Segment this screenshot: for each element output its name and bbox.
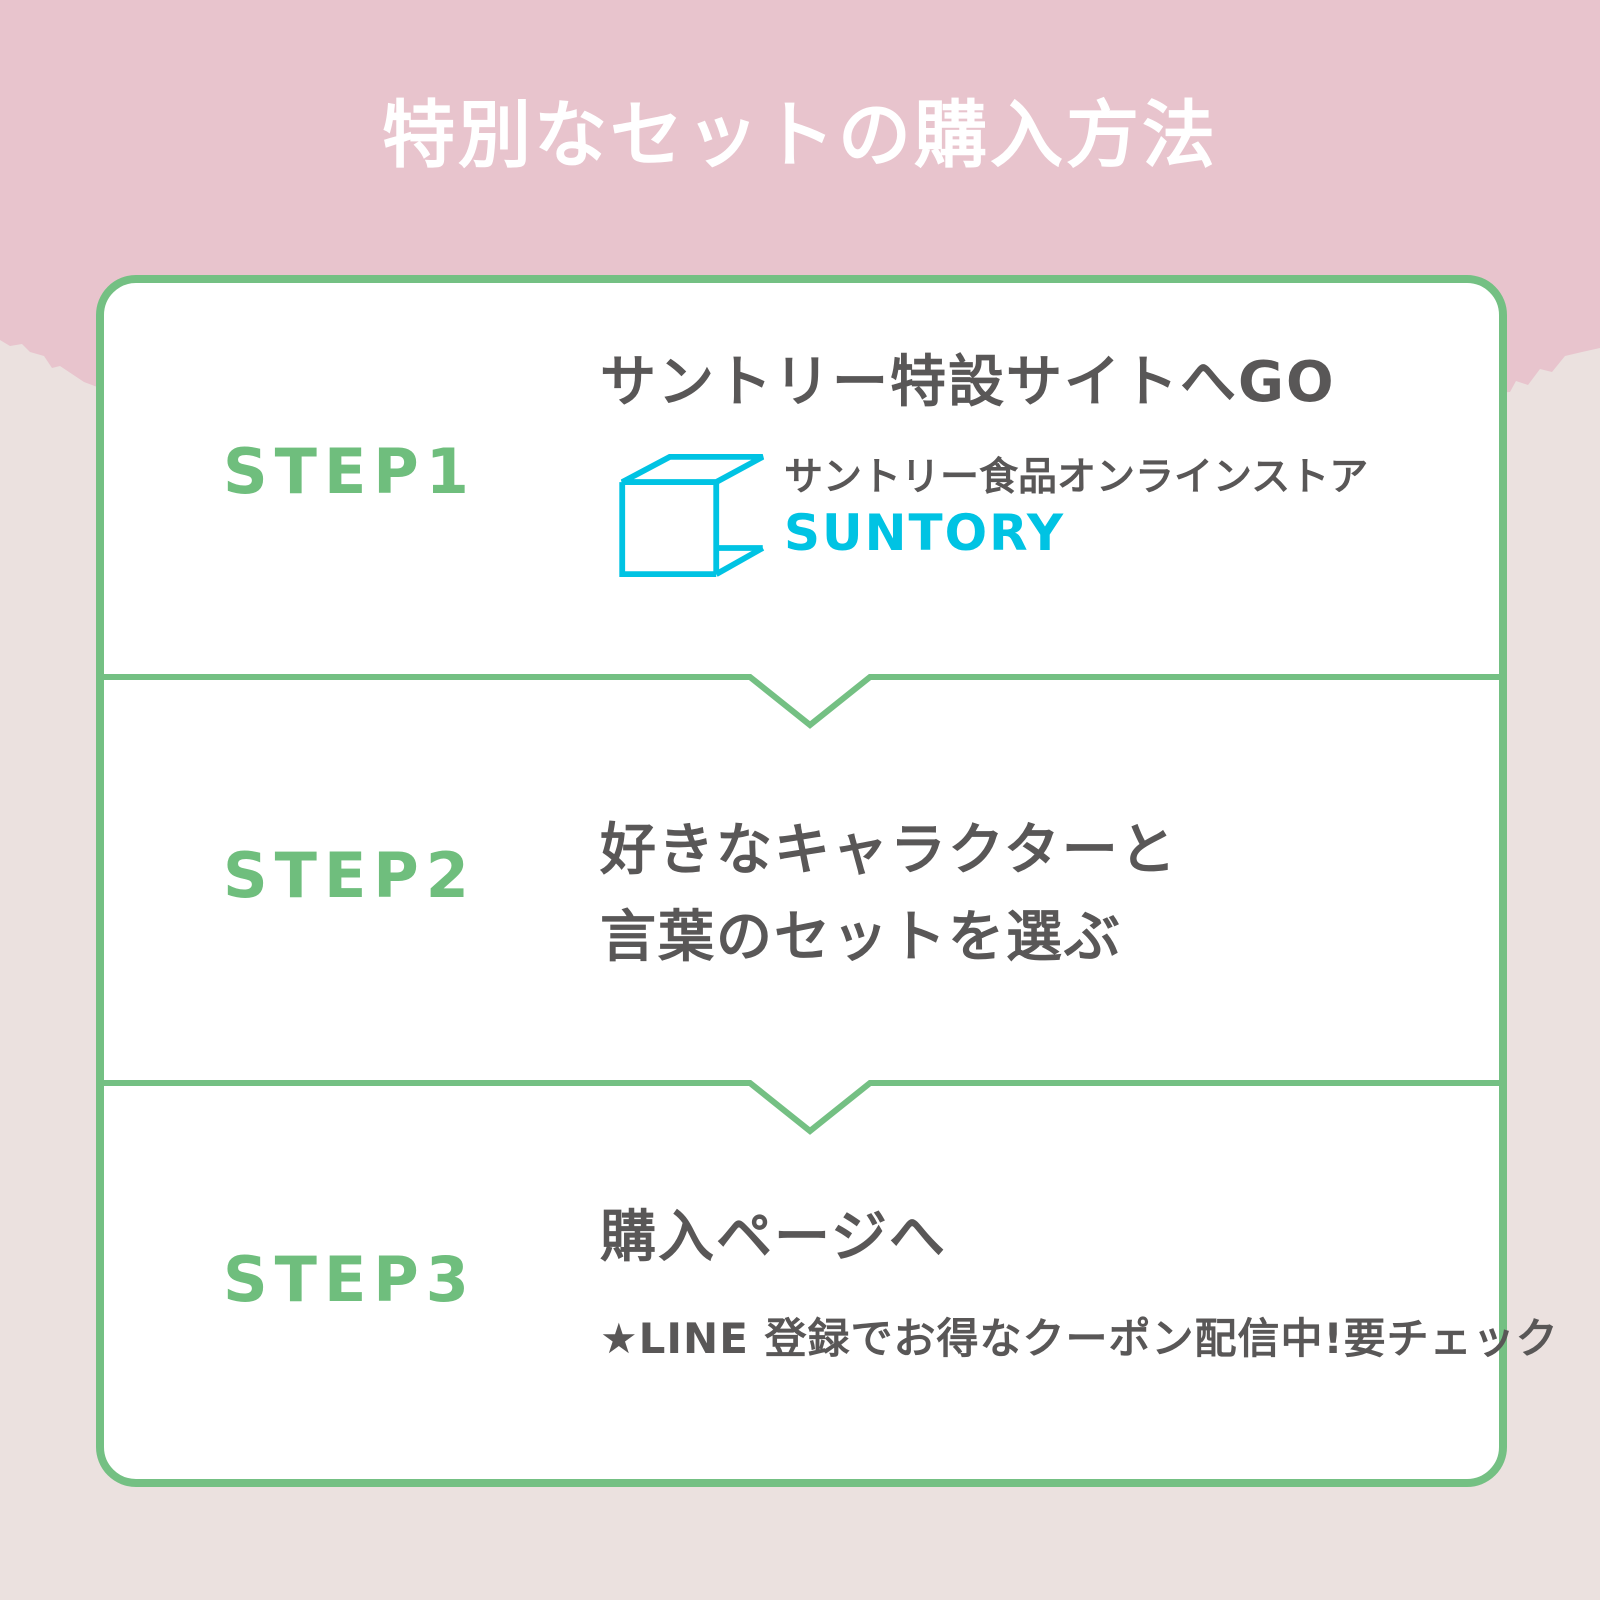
suntory-store-name: サントリー食品オンラインストア (784, 455, 1369, 500)
suntory-wordmark: SUNTORY (784, 503, 1066, 562)
step2-text: 好きなキャラクターと 言葉のセットを選ぶ (600, 807, 1178, 982)
suntory-logo: サントリー食品オンラインストア SUNTORY (616, 453, 1368, 579)
step1-heading: サントリー特設サイトへGO (600, 350, 1336, 415)
step2-line1: 好きなキャラクターと (600, 818, 1178, 883)
step-divider-1 (104, 674, 1499, 729)
page-title: 特別なセットの購入方法 (382, 93, 1218, 178)
step-divider-2 (104, 1080, 1499, 1135)
step3-heading: 購入ページへ (600, 1205, 947, 1270)
suntory-cube-icon (619, 453, 765, 578)
steps-card: STEP1 サントリー特設サイトへGO サントリー食品オンラインストア SUNT… (96, 275, 1558, 1487)
step3-note: ★LINE 登録でお得なクーポン配信中!要チェック (600, 1314, 1559, 1363)
steps-card-inner: STEP1 サントリー特設サイトへGO サントリー食品オンラインストア SUNT… (104, 283, 1558, 1479)
suntory-logo-text: サントリー食品オンラインストア SUNTORY (784, 453, 1368, 561)
step2-label: STEP2 (223, 839, 476, 912)
step3-label: STEP3 (223, 1243, 476, 1316)
step1-label: STEP1 (223, 435, 476, 508)
step2-line2: 言葉のセットを選ぶ (600, 905, 1122, 971)
